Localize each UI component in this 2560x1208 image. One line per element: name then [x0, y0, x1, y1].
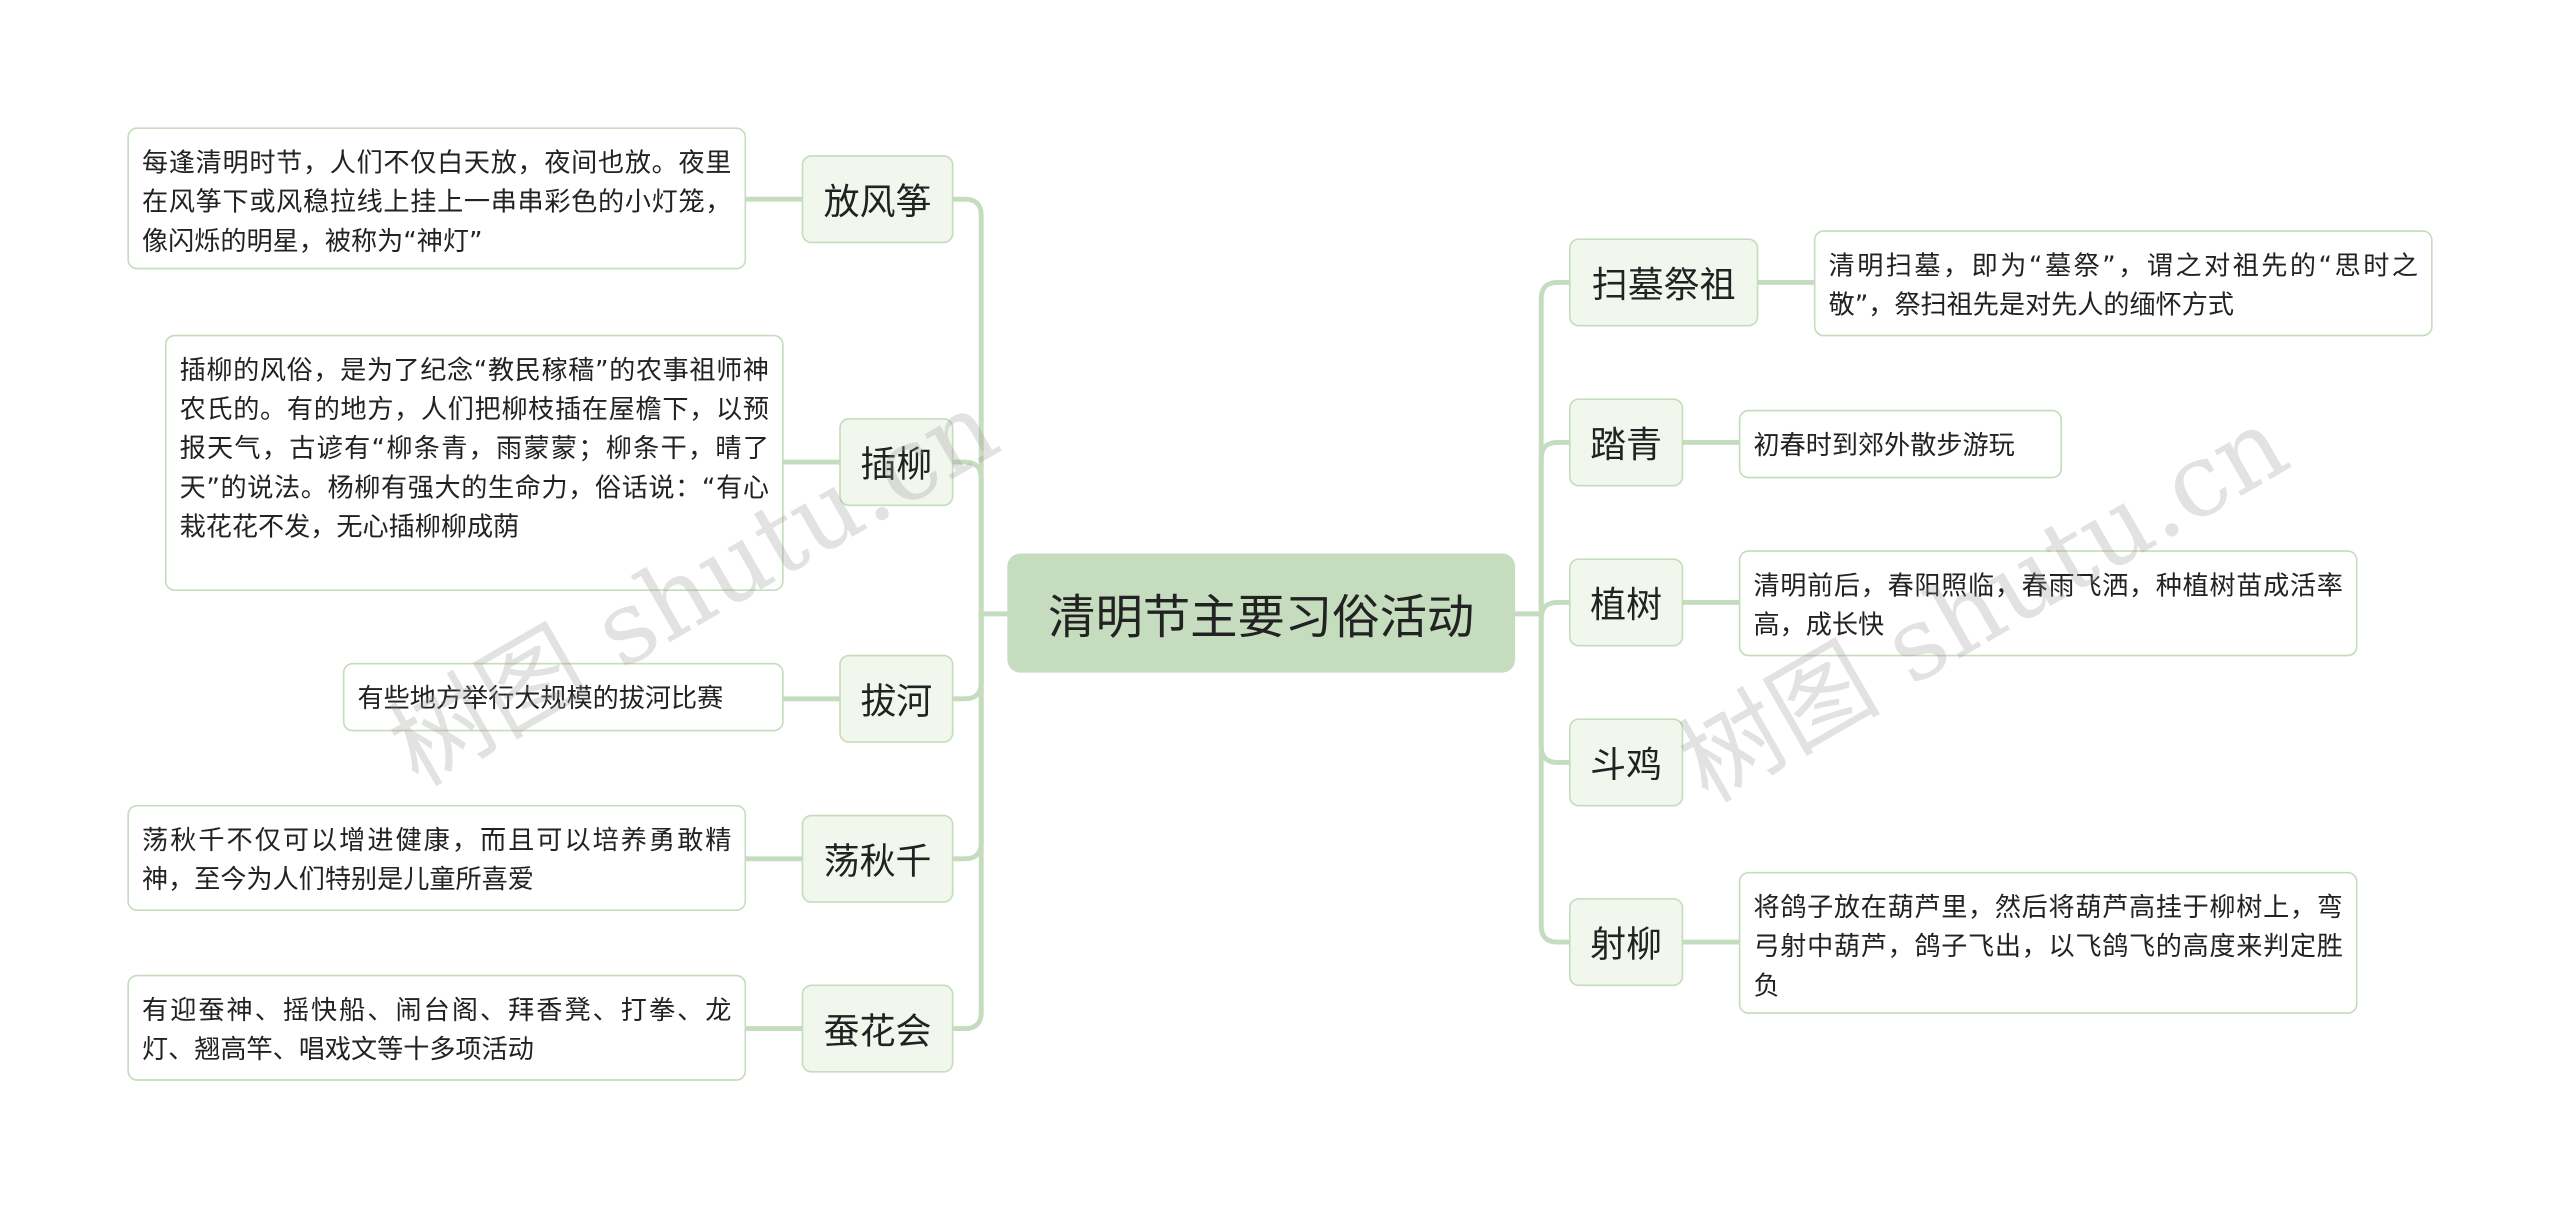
topic-fang-feng-zheng[interactable]: 放风筝	[801, 155, 954, 244]
detail-fang-feng-zheng[interactable]: 每逢清明时节，人们不仅白天放，夜间也放。夜里在风筝下或风稳拉线上挂上一串串彩色的…	[127, 127, 747, 270]
branch-left-1	[951, 459, 984, 617]
topic-label: 拔河	[860, 682, 933, 724]
central-topic-label: 清明节主要习俗活动	[1048, 588, 1475, 645]
branch-right-2	[1538, 599, 1572, 619]
branch-right-0	[1538, 279, 1572, 617]
detail-dang-qiu-qian[interactable]: 荡秋千不仅可以增进健康，而且可以培养勇敢精神，至今为人们特别是儿童所喜爱	[127, 804, 747, 912]
branch-right-4	[1538, 611, 1572, 945]
topic-ba-he[interactable]: 拔河	[839, 654, 954, 743]
topic-label: 踏青	[1590, 426, 1663, 467]
topic-sao-mu-ji-zu[interactable]: 扫墓祭祖	[1568, 238, 1759, 327]
central-topic[interactable]: 清明节主要习俗活动	[1007, 553, 1516, 673]
detail-ta-qing[interactable]: 初春时到郊外散步游玩	[1738, 409, 2063, 479]
detail-ba-he[interactable]: 有些地方举行大规模的拔河比赛	[342, 662, 784, 732]
branch-right-1	[1538, 439, 1572, 617]
branch-left-0	[951, 196, 984, 617]
topic-ta-qing[interactable]: 踏青	[1568, 398, 1684, 487]
branch-right-3	[1538, 611, 1572, 765]
topic-label: 放风筝	[823, 182, 932, 224]
topic-label: 斗鸡	[1590, 746, 1663, 787]
topic-label: 荡秋千	[823, 842, 932, 884]
topic-label: 射柳	[1590, 925, 1663, 967]
branch-left-2	[951, 611, 984, 702]
detail-she-liu[interactable]: 将鸽子放在葫芦里，然后将葫芦高挂于柳树上，弯弓射中葫芦，鸽子飞出，以飞鸽飞的高度…	[1738, 871, 2358, 1014]
detail-can-hua-hui[interactable]: 有迎蚕神、摇快船、闹台阁、拜香凳、打拳、龙灯、翘高竿、唱戏文等十多项活动	[127, 974, 747, 1081]
topic-dou-ji[interactable]: 斗鸡	[1568, 718, 1684, 807]
branch-left-3	[951, 611, 984, 862]
topic-dang-qiu-qian[interactable]: 荡秋千	[801, 814, 954, 903]
topic-can-hua-hui[interactable]: 蚕花会	[801, 984, 954, 1073]
detail-sao-mu-ji-zu[interactable]: 清明扫墓，即为“墓祭”，谓之对祖先的“思时之敬”，祭扫祖先是对先人的缅怀方式	[1813, 230, 2433, 337]
branch-left-4	[951, 611, 984, 1032]
topic-label: 插柳	[860, 445, 933, 487]
topic-zhi-shu[interactable]: 植树	[1568, 558, 1684, 647]
topic-she-liu[interactable]: 射柳	[1568, 897, 1684, 987]
topic-cha-liu[interactable]: 插柳	[839, 417, 954, 507]
detail-zhi-shu[interactable]: 清明前后，春阳照临，春雨飞洒，种植树苗成活率高，成长快	[1738, 550, 2358, 657]
topic-label: 扫墓祭祖	[1591, 266, 1736, 307]
detail-cha-liu[interactable]: 插柳的风俗，是为了纪念“教民稼穑”的农事祖师神农氏的。有的地方，人们把柳枝插在屋…	[164, 334, 784, 592]
topic-label: 蚕花会	[823, 1012, 932, 1054]
topic-label: 植树	[1590, 586, 1663, 627]
